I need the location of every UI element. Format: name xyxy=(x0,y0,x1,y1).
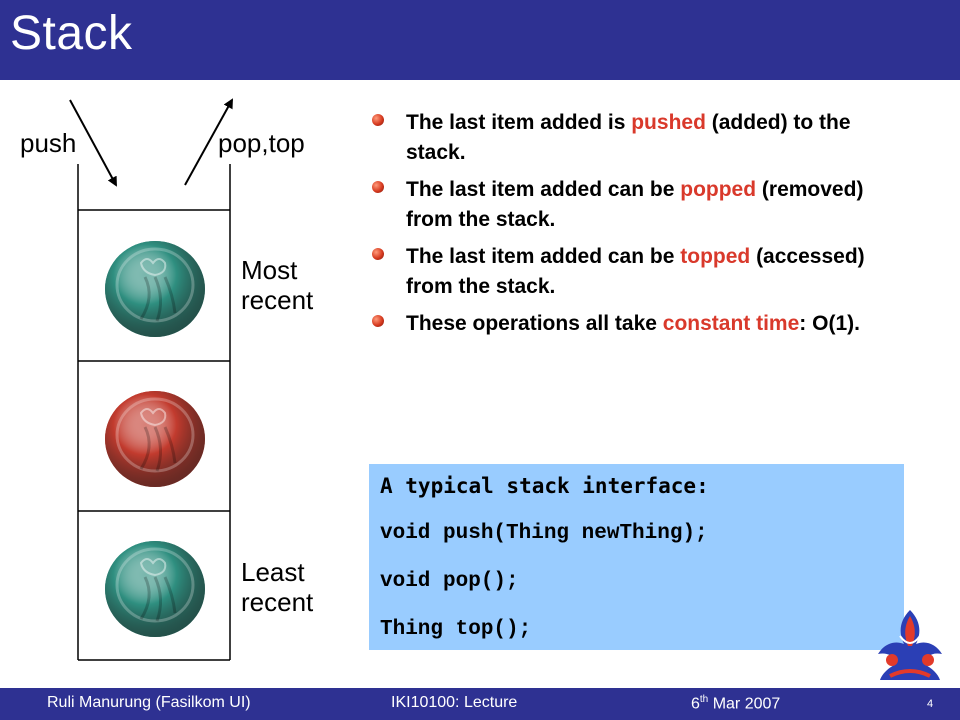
teal-coin-icon xyxy=(105,541,205,637)
title-bar: Stack xyxy=(0,0,960,80)
most-recent-label-line2: recent xyxy=(241,285,314,315)
code-line-top: Thing top(); xyxy=(380,618,532,641)
pop-arrow xyxy=(184,98,233,186)
footer-date: 6th Mar 2007 xyxy=(691,694,781,713)
bullet-icon xyxy=(372,181,384,193)
bullet-item: The last item added can be topped (acces… xyxy=(370,242,910,302)
code-heading: A typical stack interface: xyxy=(380,474,709,498)
slide-title: Stack xyxy=(10,7,133,60)
push-label: push xyxy=(20,128,77,158)
stack-outline xyxy=(69,98,233,661)
bullet-icon xyxy=(372,248,384,260)
bullet-icon xyxy=(372,315,384,327)
footer-author: Ruli Manurung (Fasilkom UI) xyxy=(47,694,251,711)
bullet-icon xyxy=(372,114,384,126)
least-recent-label-line2: recent xyxy=(241,587,314,617)
bullet-list: The last item added is pushed (added) to… xyxy=(370,108,910,346)
stack-diagram: push pop,top Most recent Least recent xyxy=(0,80,340,680)
interface-code-box: A typical stack interface: void push(Thi… xyxy=(369,464,904,650)
page-number: 4 xyxy=(927,698,934,710)
push-arrow xyxy=(69,99,117,187)
teal-coin-icon xyxy=(105,241,205,337)
red-coin-icon xyxy=(105,391,205,487)
code-line-push: void push(Thing newThing); xyxy=(380,522,708,545)
code-line-pop: void pop(); xyxy=(380,570,519,593)
bullet-item: The last item added is pushed (added) to… xyxy=(370,108,910,168)
bullet-item: These operations all take constant time:… xyxy=(370,309,910,339)
university-logo-icon xyxy=(878,610,942,680)
most-recent-label-line1: Most xyxy=(241,255,298,285)
bullet-item: The last item added can be popped (remov… xyxy=(370,175,910,235)
footer-course: IKI10100: Lecture xyxy=(391,694,518,711)
footer-bar: Ruli Manurung (Fasilkom UI) IKI10100: Le… xyxy=(0,688,960,720)
pop-top-label: pop,top xyxy=(218,128,305,158)
least-recent-label-line1: Least xyxy=(241,557,305,587)
